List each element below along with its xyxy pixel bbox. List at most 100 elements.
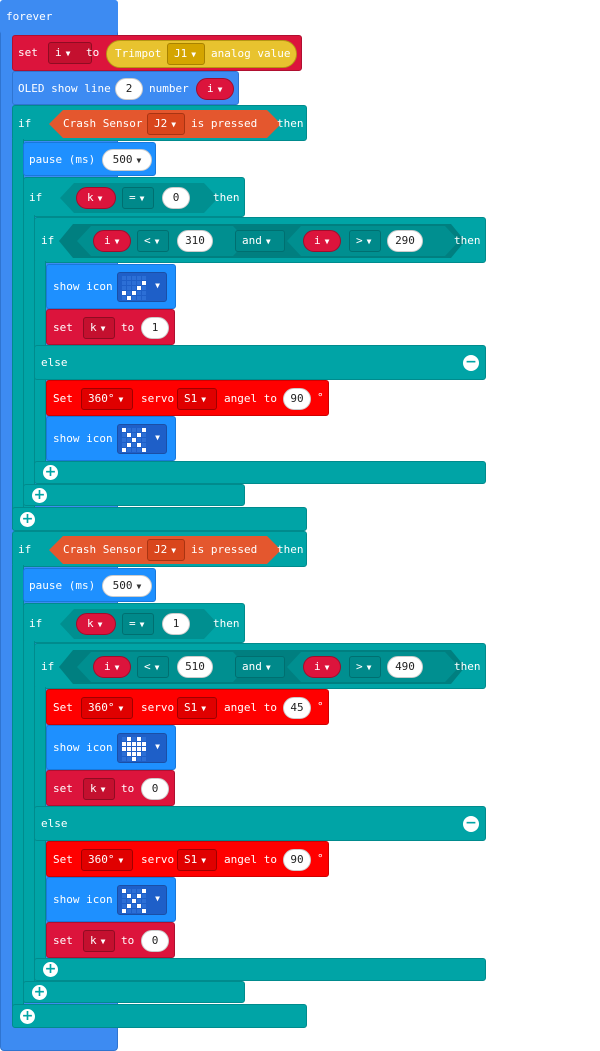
operator-dropdown[interactable]: <▼ [137, 656, 169, 678]
compare-value-input[interactable]: 490 [387, 656, 423, 678]
led-pixel [127, 276, 131, 280]
servo-type-dropdown[interactable]: 360°▼ [81, 697, 133, 719]
set-value-input[interactable]: 0 [141, 778, 169, 800]
servo-block[interactable]: Set 360°▼ servo S1▼ angel to 45 ° [46, 689, 329, 725]
var-i-reporter[interactable]: i▼ [93, 656, 131, 678]
greater-than-compare[interactable]: i▼ >▼ 490 [287, 652, 459, 682]
led-pixel [132, 291, 136, 295]
add-else-icon[interactable]: + [32, 487, 47, 503]
compare-value-input[interactable]: 510 [177, 656, 213, 678]
pause-value-dropdown[interactable]: 500▼ [102, 149, 152, 171]
heart-pattern-icon[interactable]: ▼ [117, 733, 167, 763]
x-pattern-icon[interactable]: ▼ [117, 885, 167, 915]
add-else-icon[interactable]: + [20, 511, 35, 527]
show-icon-label: show icon [53, 280, 113, 293]
led-pixel [127, 894, 131, 898]
and-dropdown[interactable]: and▼ [235, 656, 285, 678]
remove-else-icon[interactable]: − [463, 355, 479, 371]
compare-block[interactable]: k▼ =▼ 1 [60, 609, 218, 639]
operator-dropdown[interactable]: =▼ [122, 613, 154, 635]
servo-port-dropdown[interactable]: S1▼ [177, 388, 217, 410]
operator-dropdown[interactable]: =▼ [122, 187, 154, 209]
var-i-reporter[interactable]: i▼ [303, 230, 341, 252]
add-else-icon[interactable]: + [43, 961, 58, 977]
if-block-1[interactable]: if Crash Sensor J2▼ is pressed then [12, 105, 307, 141]
is-pressed-label: is pressed [191, 543, 258, 556]
led-pixel [127, 438, 131, 442]
show-icon-block[interactable]: show icon ▼ [46, 416, 176, 461]
and-dropdown[interactable]: and▼ [235, 230, 285, 252]
add-else-icon[interactable]: + [20, 1008, 35, 1024]
trimpot-block[interactable]: Trimpot J1▼ analog value [106, 40, 297, 68]
pause-block[interactable]: pause (ms) 500▼ [23, 142, 156, 176]
set-value-input[interactable]: 1 [141, 317, 169, 339]
compare-value-input[interactable]: 1 [162, 613, 190, 635]
led-pixel [137, 286, 141, 290]
compare-value-input[interactable]: 290 [387, 230, 423, 252]
then-keyword: then [213, 191, 240, 204]
var-k-reporter[interactable]: k▼ [76, 613, 116, 635]
led-pixel [132, 757, 136, 761]
set-i-block[interactable]: set i▼ to Trimpot J1▼ analog value [12, 35, 302, 71]
trimpot-port-dropdown[interactable]: J1▼ [167, 43, 205, 65]
servo-type-dropdown[interactable]: 360°▼ [81, 388, 133, 410]
less-than-compare[interactable]: i▼ <▼ 310 [77, 226, 247, 256]
greater-than-compare[interactable]: i▼ >▼ 290 [287, 226, 459, 256]
var-dropdown-k[interactable]: k▼ [83, 317, 115, 339]
servo-port-dropdown[interactable]: S1▼ [177, 849, 217, 871]
var-dropdown-k[interactable]: k▼ [83, 930, 115, 952]
oled-line-input[interactable]: 2 [115, 78, 143, 100]
if-k-block-1[interactable]: if k▼ =▼ 0 then [23, 177, 245, 217]
crash-sensor-block[interactable]: Crash Sensor J2▼ is pressed [49, 110, 281, 138]
check-pattern-icon[interactable]: ▼ [117, 272, 167, 302]
pause-value-dropdown[interactable]: 500▼ [102, 575, 152, 597]
compare-value-input[interactable]: 0 [162, 187, 190, 209]
angle-value-input[interactable]: 45 [283, 697, 311, 719]
servo-block[interactable]: Set 360°▼ servo S1▼ angel to 90 ° [46, 380, 329, 416]
var-k-reporter[interactable]: k▼ [76, 187, 116, 209]
number-label: number [149, 82, 189, 95]
var-i-reporter[interactable]: i▼ [93, 230, 131, 252]
set-k-block[interactable]: set k▼ to 0 [46, 922, 175, 958]
crash-port-dropdown[interactable]: J2▼ [147, 539, 185, 561]
crash-port-dropdown[interactable]: J2▼ [147, 113, 185, 135]
led-pixel [137, 889, 141, 893]
add-else-icon[interactable]: + [32, 984, 47, 1000]
and-block[interactable]: i▼ <▼ 510 and▼ i▼ >▼ 490 [59, 650, 465, 684]
compare-value-input[interactable]: 310 [177, 230, 213, 252]
show-icon-block[interactable]: show icon ▼ [46, 264, 176, 309]
x-pattern-icon[interactable]: ▼ [117, 424, 167, 454]
crash-sensor-block[interactable]: Crash Sensor J2▼ is pressed [49, 536, 281, 564]
operator-dropdown[interactable]: >▼ [349, 230, 381, 252]
var-dropdown-i[interactable]: i▼ [48, 42, 92, 64]
servo-type-dropdown[interactable]: 360°▼ [81, 849, 133, 871]
add-else-icon[interactable]: + [43, 464, 58, 480]
show-icon-block[interactable]: show icon ▼ [46, 725, 176, 770]
remove-else-icon[interactable]: − [463, 816, 479, 832]
less-than-compare[interactable]: i▼ <▼ 510 [77, 652, 247, 682]
operator-dropdown[interactable]: <▼ [137, 230, 169, 252]
set-value-input[interactable]: 0 [141, 930, 169, 952]
degree-unit: ° [317, 391, 324, 404]
and-block[interactable]: i▼ <▼ 310 and▼ i▼ >▼ 290 [59, 224, 465, 258]
pause-block[interactable]: pause (ms) 500▼ [23, 568, 156, 602]
compare-block[interactable]: k▼ =▼ 0 [60, 183, 218, 213]
angle-value-input[interactable]: 90 [283, 849, 311, 871]
servo-port-dropdown[interactable]: S1▼ [177, 697, 217, 719]
set-k-block[interactable]: set k▼ to 0 [46, 770, 175, 806]
var-i-reporter[interactable]: i▼ [303, 656, 341, 678]
var-i-reporter[interactable]: i▼ [196, 78, 234, 100]
if-range-block-1[interactable]: if i▼ <▼ 310 and▼ i▼ >▼ 290 then [34, 217, 486, 263]
if-k-block-2[interactable]: if k▼ =▼ 1 then [23, 603, 245, 643]
show-icon-block[interactable]: show icon ▼ [46, 877, 176, 922]
led-pixel [122, 737, 126, 741]
set-k-block[interactable]: set k▼ to 1 [46, 309, 175, 345]
var-dropdown-k[interactable]: k▼ [83, 778, 115, 800]
servo-block[interactable]: Set 360°▼ servo S1▼ angel to 90 ° [46, 841, 329, 877]
set-keyword: set [18, 46, 38, 59]
oled-show-number-block[interactable]: OLED show line 2 number i▼ [12, 71, 239, 105]
angle-value-input[interactable]: 90 [283, 388, 311, 410]
if-block-2[interactable]: if Crash Sensor J2▼ is pressed then [12, 531, 307, 567]
if-range-block-2[interactable]: if i▼ <▼ 510 and▼ i▼ >▼ 490 then [34, 643, 486, 689]
operator-dropdown[interactable]: >▼ [349, 656, 381, 678]
